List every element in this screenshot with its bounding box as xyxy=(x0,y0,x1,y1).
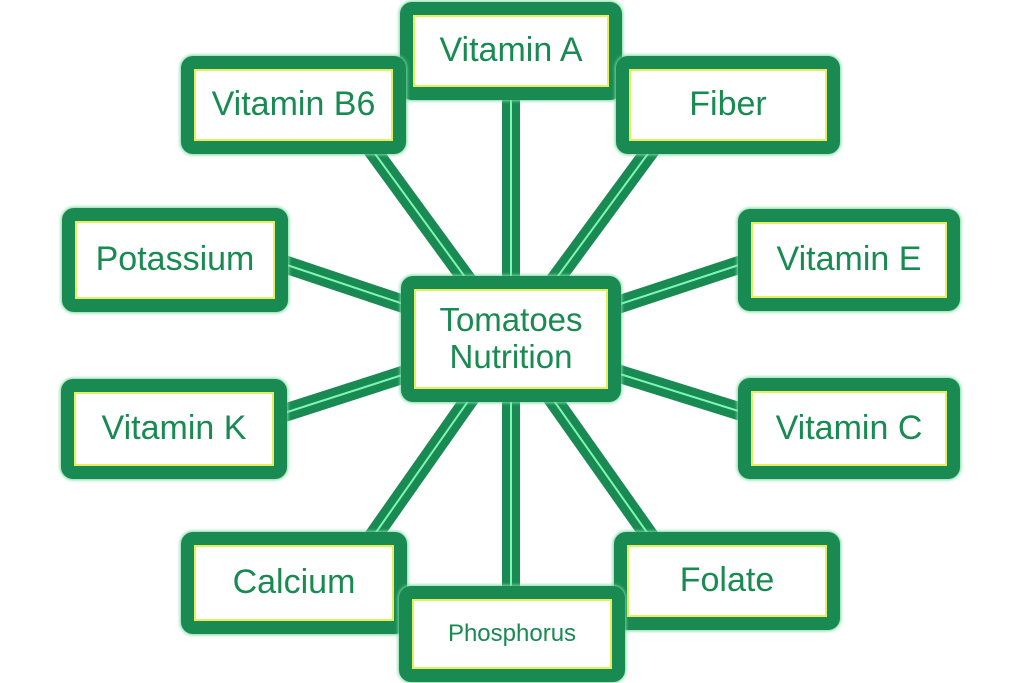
center-node-tomatoes-nutrition: Tomatoes Nutrition xyxy=(401,276,621,402)
node-potassium: Potassium xyxy=(62,208,288,312)
node-calcium-label: Calcium xyxy=(232,563,356,602)
node-vitamin-e-label: Vitamin E xyxy=(776,240,922,279)
node-fiber: Fiber xyxy=(616,56,840,154)
node-phosphorus-box: Phosphorus xyxy=(412,599,612,669)
node-vitamin-b6-label: Vitamin B6 xyxy=(211,85,376,124)
node-phosphorus-label: Phosphorus xyxy=(447,619,577,647)
node-potassium-label: Potassium xyxy=(95,240,255,279)
node-vitamin-c-box: Vitamin C xyxy=(751,391,947,466)
center-node-box: Tomatoes Nutrition xyxy=(414,289,608,389)
node-vitamin-c: Vitamin C xyxy=(738,378,960,479)
node-folate-box: Folate xyxy=(627,545,827,617)
node-folate: Folate xyxy=(614,532,840,630)
node-vitamin-e-box: Vitamin E xyxy=(751,222,947,298)
node-vitamin-e: Vitamin E xyxy=(738,209,960,311)
node-vitamin-a: Vitamin A xyxy=(400,2,622,100)
node-potassium-box: Potassium xyxy=(75,221,275,299)
center-node-label: Tomatoes Nutrition xyxy=(439,301,583,376)
node-vitamin-k: Vitamin K xyxy=(61,379,287,479)
node-calcium: Calcium xyxy=(181,532,407,634)
node-vitamin-b6: Vitamin B6 xyxy=(181,56,406,154)
node-vitamin-k-label: Vitamin K xyxy=(101,409,247,448)
node-calcium-box: Calcium xyxy=(194,545,394,621)
node-fiber-box: Fiber xyxy=(629,69,827,141)
node-vitamin-a-label: Vitamin A xyxy=(439,31,583,70)
center-node-label-line2: Nutrition xyxy=(449,338,573,375)
node-vitamin-a-box: Vitamin A xyxy=(413,15,609,87)
center-node-label-line1: Tomatoes xyxy=(439,301,583,339)
node-vitamin-k-box: Vitamin K xyxy=(74,392,274,466)
node-folate-label: Folate xyxy=(679,561,775,600)
node-vitamin-c-label: Vitamin C xyxy=(775,408,923,447)
node-vitamin-b6-box: Vitamin B6 xyxy=(194,69,393,141)
node-phosphorus: Phosphorus xyxy=(399,586,625,682)
node-fiber-label: Fiber xyxy=(689,85,767,124)
